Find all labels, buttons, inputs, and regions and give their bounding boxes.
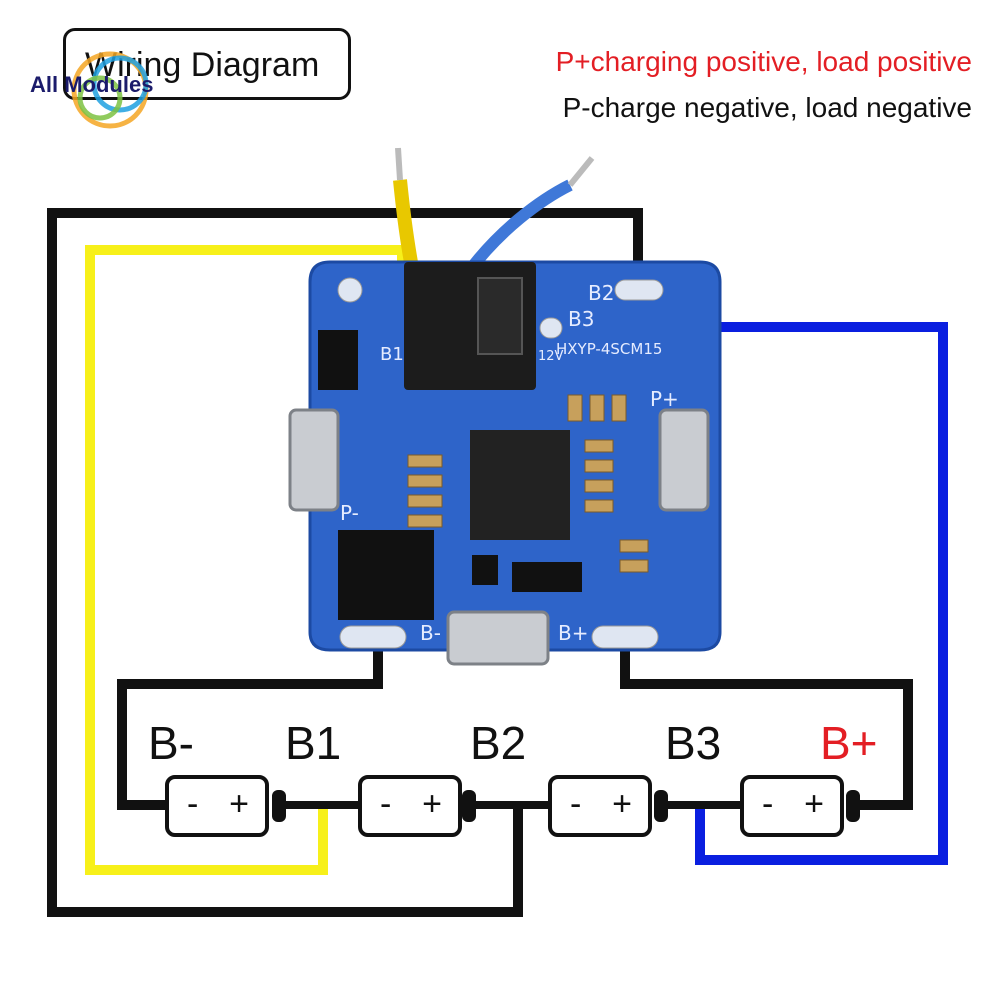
pad-label-b-minus: B- bbox=[420, 621, 441, 645]
battery-cell-2: - + bbox=[358, 775, 462, 837]
p-minus-tab bbox=[288, 408, 340, 512]
cell-label-b1: B1 bbox=[285, 717, 342, 769]
note-negative: P-charge negative, load negative bbox=[562, 92, 972, 123]
battery-terminal bbox=[846, 790, 860, 822]
battery-minus: - bbox=[187, 785, 199, 823]
battery-plus: + bbox=[804, 785, 824, 823]
pcb-board: B2 B3 B1 P+ P- B- B+ 12V HXYP-4SCM15 bbox=[288, 260, 722, 666]
ic-right bbox=[520, 430, 570, 540]
ic-left bbox=[470, 430, 520, 540]
battery-minus: - bbox=[380, 785, 392, 823]
pad-label-p-minus: P- bbox=[340, 501, 359, 525]
pad-label-b3: B3 bbox=[568, 307, 594, 331]
pad-b3 bbox=[539, 317, 563, 339]
battery-cell-3: - + bbox=[548, 775, 652, 837]
diode-d2 bbox=[318, 330, 358, 390]
diode-d3 bbox=[512, 562, 582, 592]
lead-yellow bbox=[393, 147, 419, 270]
wire-black-bplus bbox=[620, 635, 913, 810]
board-model: HXYP-4SCM15 bbox=[556, 340, 662, 358]
lead-blue bbox=[465, 156, 595, 274]
pad-label-b2: B2 bbox=[588, 281, 614, 305]
bottom-tab bbox=[446, 610, 550, 666]
battery-cell-1: - + bbox=[165, 775, 269, 837]
battery-terminal bbox=[462, 790, 476, 822]
title-frame bbox=[63, 28, 351, 100]
wire-black-b2-to-board bbox=[47, 208, 643, 917]
battery-minus: - bbox=[762, 785, 774, 823]
pad-b2 bbox=[614, 279, 664, 301]
battery-terminal bbox=[654, 790, 668, 822]
cell-label-b3: B3 bbox=[665, 717, 722, 769]
pad-b-plus bbox=[591, 625, 659, 649]
battery-cell-4: - + bbox=[740, 775, 844, 837]
pad-label-p-plus: P+ bbox=[650, 387, 679, 411]
battery-plus: + bbox=[422, 785, 442, 823]
pad-label-b-plus: B+ bbox=[558, 621, 588, 645]
mosfet-q1 bbox=[338, 530, 434, 620]
battery-minus: - bbox=[570, 785, 582, 823]
pad-label-b1: B1 bbox=[380, 344, 404, 365]
battery-terminal bbox=[272, 790, 286, 822]
note-positive: P+charging positive, load positive bbox=[555, 46, 972, 77]
pad-label-12v: 12V bbox=[538, 349, 564, 364]
p-plus-tab bbox=[658, 408, 710, 512]
pad-b-minus bbox=[339, 625, 407, 649]
wire-blue-b3-to-board bbox=[550, 322, 948, 865]
logo-text: All Modules bbox=[30, 72, 154, 97]
cell-label-b-minus: B- bbox=[148, 717, 194, 769]
cell-label-b2: B2 bbox=[470, 717, 527, 769]
diagram-title: Wiring Diagram bbox=[85, 46, 320, 84]
battery-plus: + bbox=[612, 785, 632, 823]
battery-plus: + bbox=[229, 785, 249, 823]
transistor-q2 bbox=[472, 555, 498, 585]
logo-swirl-icon bbox=[71, 51, 149, 129]
wire-black-bminus bbox=[117, 635, 383, 810]
cell-label-b-plus: B+ bbox=[820, 717, 878, 769]
